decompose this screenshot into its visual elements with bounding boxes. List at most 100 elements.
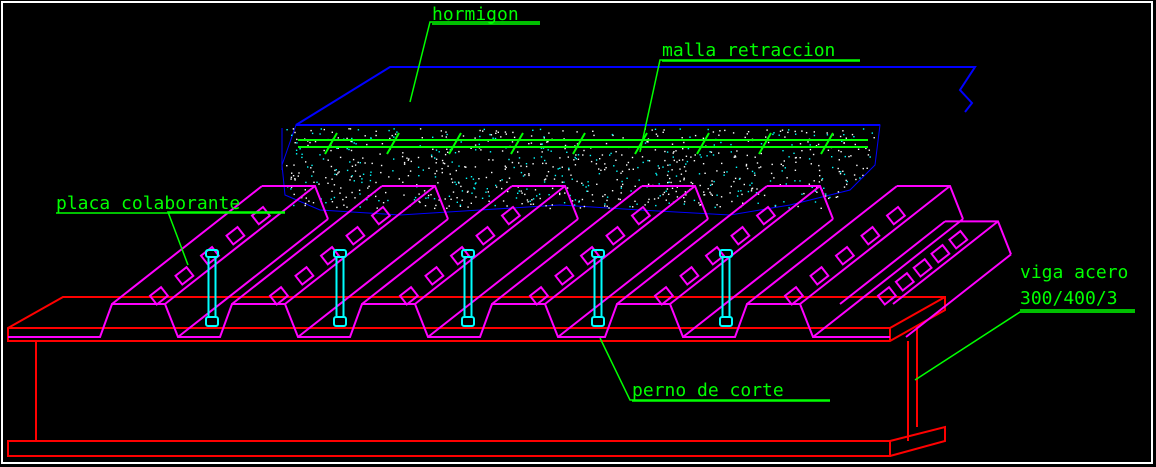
speckle-dot: [566, 187, 569, 189]
speckle-dot: [783, 201, 785, 203]
speckle-dot: [393, 128, 395, 130]
speckle-dot: [500, 136, 502, 138]
speckle-dot: [304, 202, 307, 205]
deck-opening: [894, 271, 916, 292]
speckle-dot: [435, 204, 437, 207]
mesh-tie: [448, 132, 462, 155]
speckle-dot: [700, 204, 702, 206]
speckle-dot: [564, 192, 566, 194]
speckle-dot: [668, 193, 670, 195]
deck-opening: [876, 285, 898, 306]
speckle-dot: [794, 169, 797, 171]
stud-weld: [333, 316, 347, 327]
speckle-dot: [581, 182, 583, 184]
speckle-dot: [576, 131, 578, 133]
speckle-dot: [434, 172, 436, 175]
speckle-dot: [809, 148, 812, 151]
speckle-dot: [331, 190, 333, 192]
speckle-dot: [744, 136, 746, 139]
speckle-dot: [711, 194, 713, 196]
speckle-dot: [567, 156, 569, 158]
speckle-dot: [536, 195, 538, 197]
speckle-dot: [433, 198, 436, 200]
speckle-dot: [664, 150, 666, 153]
speckle-dot: [520, 165, 522, 167]
speckle-dot: [435, 158, 438, 160]
speckle-dot: [795, 161, 797, 163]
speckle-dot: [599, 158, 601, 160]
deck-opening: [268, 285, 290, 306]
shear-studs: [205, 249, 733, 327]
speckle-dot: [793, 152, 795, 154]
speckle-dot: [432, 148, 434, 150]
speckle-dot: [712, 131, 715, 133]
speckle-dot: [418, 200, 420, 203]
speckle-dot: [446, 207, 448, 209]
speckle-dot: [656, 135, 659, 137]
speckle-dot: [291, 134, 293, 136]
speckle-dot: [554, 174, 557, 177]
speckle-dot: [801, 150, 803, 152]
speckle-dot: [530, 142, 533, 144]
speckle-dot: [699, 204, 701, 206]
speckle-dot: [290, 178, 292, 180]
speckle-dot: [842, 170, 844, 172]
speckle-dot: [310, 167, 312, 169]
beam-top-flange: [7, 296, 946, 342]
speckle-dot: [423, 190, 426, 192]
deck-opening: [294, 265, 315, 286]
speckle-dot: [595, 159, 598, 161]
speckle-dot: [292, 175, 295, 177]
speckle-dot: [772, 133, 774, 136]
speckle-dot: [307, 144, 309, 147]
speckle-dot: [598, 168, 600, 170]
speckle-dot: [706, 155, 708, 157]
speckle-dot: [781, 129, 784, 131]
speckle-dot: [312, 202, 315, 204]
speckle-dot: [432, 136, 434, 138]
speckle-dot: [840, 171, 842, 173]
speckle-dot: [754, 156, 756, 158]
deck-rib-edge: [164, 185, 316, 305]
deck-rib-edge: [669, 185, 821, 305]
speckle-dot: [444, 153, 447, 156]
speckle-dot: [488, 195, 490, 197]
label-viga-line2: 300/400/3: [1020, 288, 1118, 309]
speckle-dot: [636, 203, 638, 205]
speckle-dot: [357, 129, 360, 131]
speckle-dot: [518, 190, 520, 192]
speckle-dot: [747, 131, 750, 133]
speckle-dot: [545, 205, 547, 207]
speckle-dot: [563, 202, 566, 204]
speckle-dot: [467, 190, 469, 193]
speckle-dot: [581, 198, 584, 201]
speckle-dot: [547, 140, 549, 143]
speckle-dot: [331, 178, 333, 180]
speckle-dot: [378, 200, 380, 202]
speckle-dot: [485, 191, 487, 193]
speckle-dot: [702, 163, 705, 165]
speckle-dot: [655, 172, 657, 175]
speckle-dot: [466, 191, 469, 193]
speckle-dot: [343, 204, 345, 206]
speckle-dot: [370, 171, 372, 173]
speckle-dot: [540, 147, 543, 149]
speckle-dot: [731, 200, 733, 203]
speckle-dot: [488, 159, 490, 161]
label-hormigon: hormigon: [432, 4, 519, 25]
steel-beam: [7, 296, 946, 457]
speckle-dot: [494, 137, 497, 140]
speckle-dot: [797, 205, 799, 208]
speckle-dot: [446, 133, 448, 136]
speckle-dot: [868, 149, 870, 151]
speckle-dot: [657, 165, 659, 167]
speckle-dot: [337, 172, 339, 174]
speckle-dot: [320, 198, 322, 200]
speckle-dot: [609, 154, 611, 156]
speckle-dot: [658, 183, 660, 185]
speckle-dot: [548, 132, 550, 134]
speckle-dot: [336, 173, 338, 176]
speckle-dot: [771, 163, 773, 166]
speckle-dot: [359, 206, 361, 208]
speckle-dot: [795, 133, 797, 135]
